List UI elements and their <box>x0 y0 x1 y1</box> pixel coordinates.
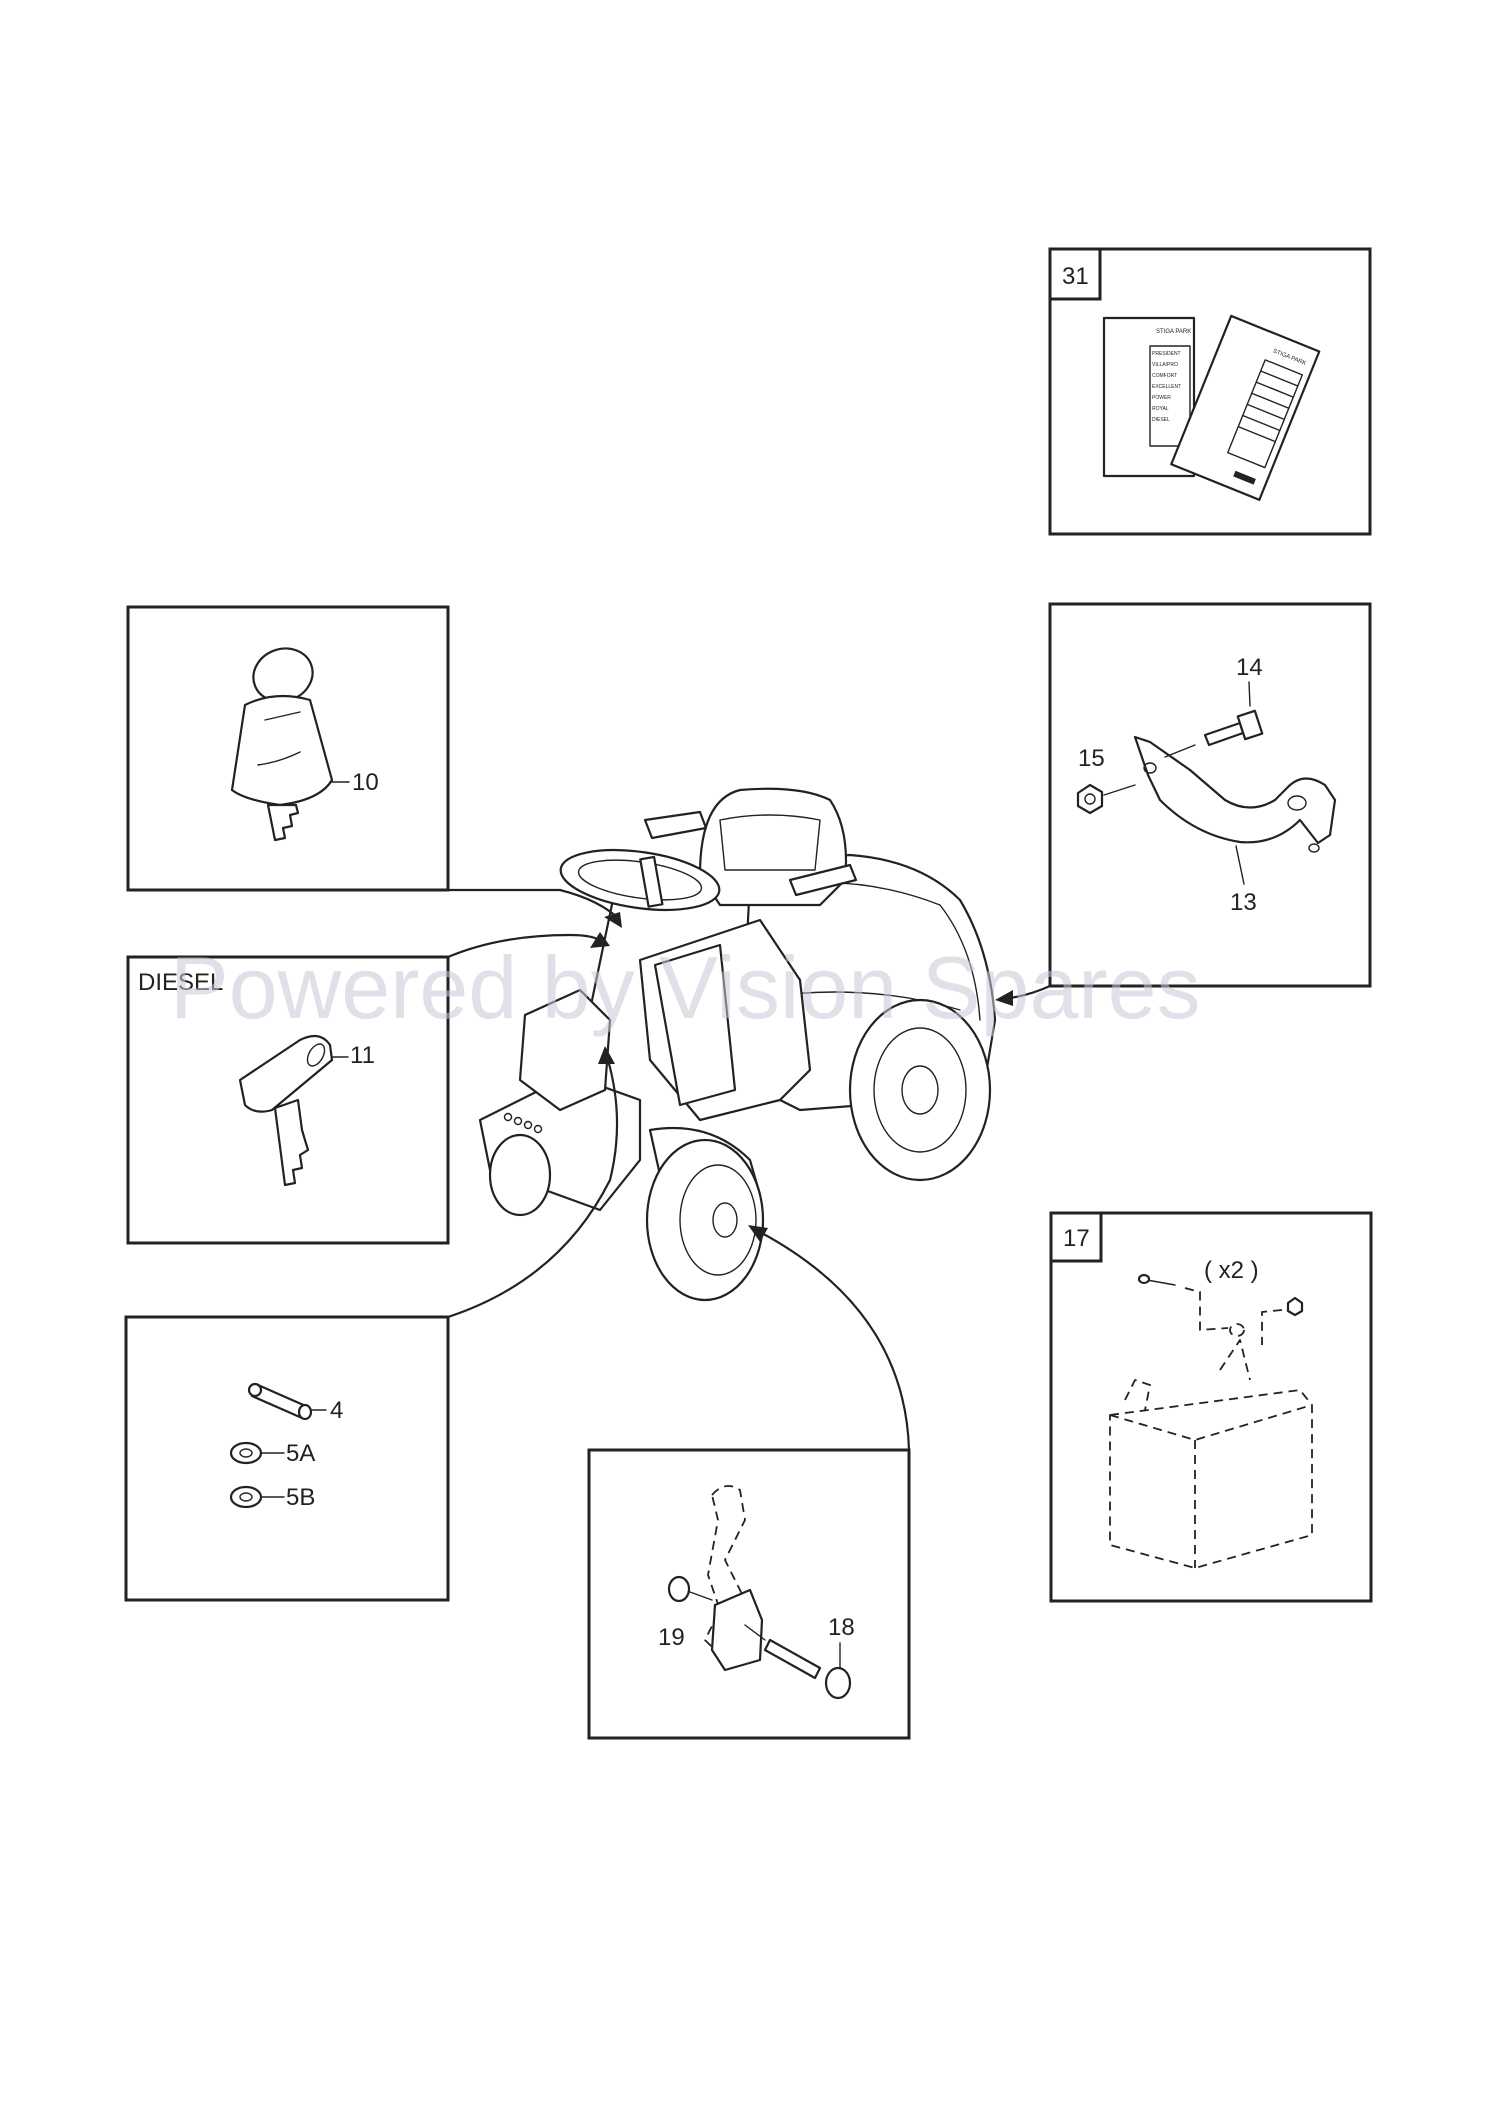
key-illustration <box>230 647 334 842</box>
svg-text:POWER: POWER <box>1152 395 1171 401</box>
svg-text:PRESIDENT: PRESIDENT <box>1152 351 1181 357</box>
panel-manuals[interactable]: 31 STIGA PARK PRESIDENT VILLA/PRO COMFOR… <box>1048 247 1372 536</box>
watermark: Powered by Vision Spares <box>170 938 1201 1037</box>
panel-pins[interactable]: 4 5A 5B <box>124 1315 450 1602</box>
svg-text:DIESEL: DIESEL <box>1152 417 1170 423</box>
battery-illustration <box>1109 1273 1313 1569</box>
pins-illustration <box>229 1382 313 1509</box>
leader-bracket <box>1008 984 1052 1000</box>
callout-5b: 5B <box>286 1484 315 1511</box>
svg-text:COMFORT: COMFORT <box>1152 373 1177 379</box>
panel-key-standard[interactable]: 10 <box>126 605 450 892</box>
diesel-key-illustration <box>238 1034 334 1187</box>
panel-pedal[interactable]: 19 18 <box>587 1448 911 1740</box>
leader-key-diesel <box>446 933 604 959</box>
svg-text:ROYAL: ROYAL <box>1152 406 1169 412</box>
panel-bracket[interactable]: 14 15 13 <box>1048 602 1372 988</box>
panel-number-box <box>1049 1211 1103 1263</box>
bracket-illustration <box>1076 709 1337 853</box>
callout-11: 11 <box>350 1042 375 1069</box>
diesel-title: DIESEL <box>138 969 223 996</box>
leader-lines <box>446 888 1052 1452</box>
leader-pedal <box>758 1230 911 1452</box>
pedal-illustration <box>667 1485 852 1700</box>
callout-5a: 5A <box>286 1440 315 1467</box>
leader-pins <box>446 1058 619 1319</box>
callout-13: 13 <box>1230 889 1257 916</box>
tractor-illustration <box>478 787 997 1302</box>
manual-illustration: STIGA PARK PRESIDENT VILLA/PRO COMFORT E… <box>1102 314 1321 501</box>
svg-text:STIGA PARK: STIGA PARK <box>1156 329 1191 335</box>
callout-18: 18 <box>828 1614 855 1641</box>
callout-15: 15 <box>1078 745 1105 772</box>
svg-text:VILLA/PRO: VILLA/PRO <box>1152 362 1178 368</box>
panel-number: 31 <box>1062 263 1089 290</box>
callout-19: 19 <box>658 1624 685 1651</box>
panel-number-box <box>1048 247 1102 301</box>
panel-number: 17 <box>1063 1225 1090 1252</box>
callout-10: 10 <box>352 769 379 796</box>
svg-text:EXCELLENT: EXCELLENT <box>1152 384 1181 390</box>
quantity-label: ( x2 ) <box>1204 1257 1259 1284</box>
panel-key-diesel[interactable]: DIESEL 11 <box>126 955 450 1245</box>
callout-4: 4 <box>330 1397 343 1424</box>
panel-battery[interactable]: 17 ( x2 ) <box>1049 1211 1373 1603</box>
callout-14: 14 <box>1236 654 1263 681</box>
